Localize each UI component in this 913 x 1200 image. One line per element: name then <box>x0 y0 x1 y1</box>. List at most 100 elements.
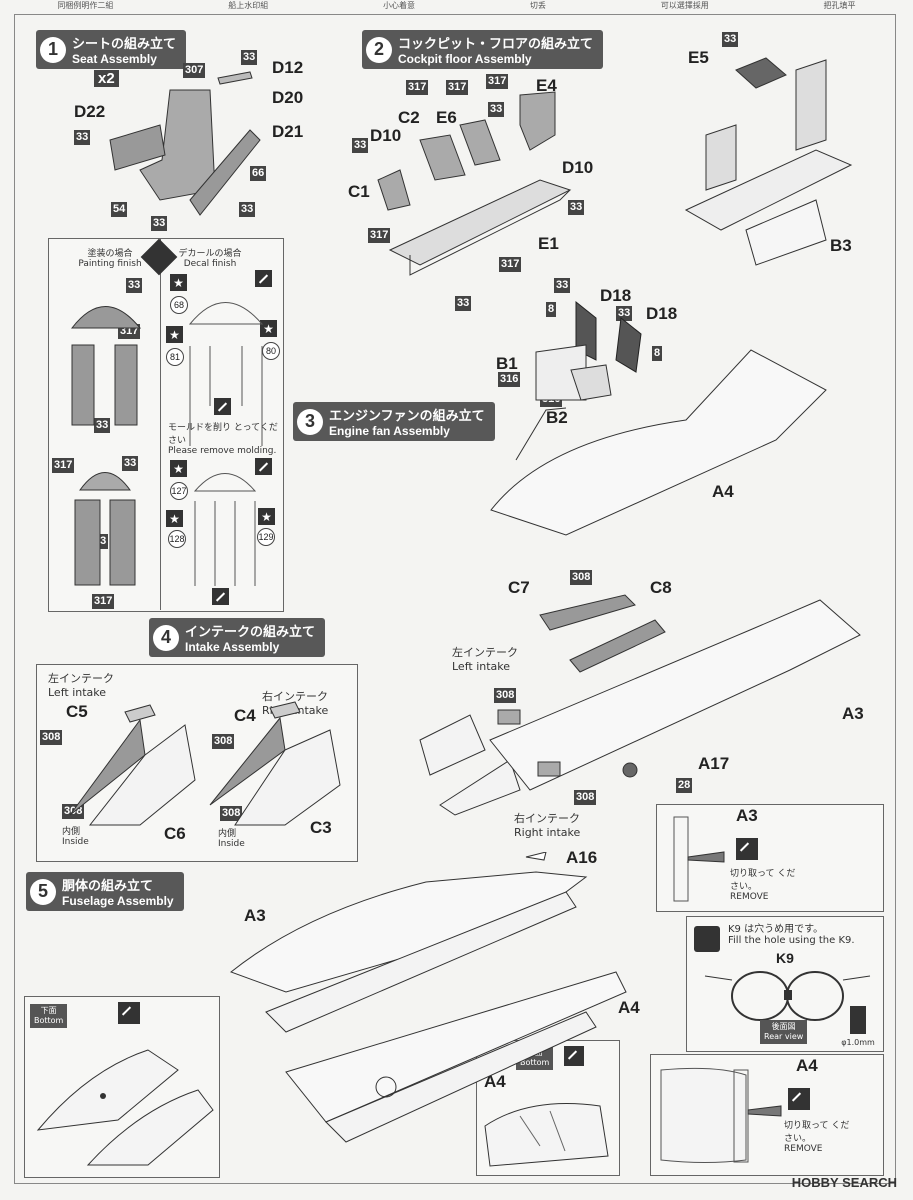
part-label: C2 <box>398 108 420 127</box>
step-title-en: Intake Assembly <box>185 640 280 654</box>
decal-icon <box>255 270 272 287</box>
paint-tag: 317 <box>406 80 429 95</box>
header-cell: 可以選擇採用 <box>660 1 709 10</box>
part-label: B2 <box>546 408 568 427</box>
decal-number: 81 <box>166 348 184 366</box>
step-title-jp: コックピット・フロアの組み立て <box>398 37 594 52</box>
label-jp: 後面図 <box>771 1022 796 1031</box>
part-label: E1 <box>538 234 559 253</box>
star-icon: ★ <box>260 320 277 337</box>
drill-size: φ1.0mm <box>841 1038 875 1047</box>
paint-tag: 307 <box>183 63 206 78</box>
paint-tag: 308 <box>220 806 243 821</box>
cockpit-floor-drawing <box>377 91 572 276</box>
paint-tag: 8 <box>652 346 663 361</box>
watermark: HOBBY SEARCH <box>791 1175 897 1190</box>
part-label: D10 <box>370 126 402 145</box>
decal-icon <box>214 398 231 415</box>
bottom-view-drawing <box>484 1103 609 1167</box>
paint-tag: 33 <box>455 296 472 311</box>
star-icon: ★ <box>166 326 183 343</box>
part-label: A3 <box>842 704 864 723</box>
part-label: E5 <box>688 48 709 67</box>
step-title-en: Seat Assembly <box>72 52 157 66</box>
label-en: REMOVE <box>784 1144 823 1154</box>
paint-tag: 33 <box>126 278 143 293</box>
part-label: D18 <box>646 304 678 323</box>
step-title-en: Fuselage Assembly <box>62 894 174 908</box>
rear-view-drawing <box>704 971 871 1021</box>
paint-tag: 33 <box>722 32 739 47</box>
part-label: C5 <box>66 702 88 721</box>
part-label: A3 <box>736 806 758 825</box>
part-label: A16 <box>566 848 598 867</box>
part-label: A4 <box>796 1056 818 1075</box>
decal-icon <box>255 458 272 475</box>
label-jp: 切り取って ください。 <box>784 1121 850 1144</box>
star-icon: ★ <box>170 460 187 477</box>
paint-tag: 308 <box>212 734 235 749</box>
label-jp: モールドを削り とってください <box>168 423 278 446</box>
label-en: Bottom <box>520 1058 550 1067</box>
fill-hole-icon <box>694 926 720 952</box>
instrument-panel-paint-drawing <box>70 306 142 586</box>
bottom-view-drawing <box>36 1049 214 1166</box>
label-jp: 左インテーク <box>452 646 518 659</box>
paint-tag: 33 <box>352 138 369 153</box>
part-label: C1 <box>348 182 370 201</box>
decal-icon <box>564 1046 584 1066</box>
paint-tag: 33 <box>122 456 139 471</box>
label-jp: 切り取って ください。 <box>730 869 796 892</box>
paint-tag: 54 <box>111 202 128 217</box>
paint-tag: 308 <box>570 570 593 585</box>
paint-tag: 33 <box>239 202 256 217</box>
instrument-panel-decal-drawing <box>188 302 264 586</box>
label-jp: K9 は穴うめ用です。 <box>728 924 824 935</box>
paint-tag: 317 <box>368 228 391 243</box>
part-label: D12 <box>272 58 304 77</box>
decal-number: 127 <box>170 482 188 500</box>
intake-parts-drawing <box>69 701 341 826</box>
a4-detail-drawing <box>660 1067 782 1163</box>
part-label: C3 <box>310 818 332 837</box>
decal-number: 128 <box>168 530 186 548</box>
label-jp: 内側 <box>218 829 237 839</box>
header-cell: 船上水印組 <box>228 1 269 10</box>
engine-fan-fuselage-drawing <box>490 300 827 536</box>
label-en: REMOVE <box>730 892 769 902</box>
drill-icon <box>850 1006 866 1034</box>
label-en: Decal finish <box>183 259 237 269</box>
seat-drawing <box>109 71 261 216</box>
part-label: A4 <box>712 482 734 501</box>
header-cell: 小心着意 <box>383 1 416 10</box>
label-jp: 下面 <box>40 1006 57 1015</box>
paint-tag: 33 <box>488 102 505 117</box>
label-en: Fill the hole using the K9. <box>728 935 855 946</box>
fuselage-assembly-drawing <box>229 852 627 1143</box>
label-en: Left intake <box>452 660 511 673</box>
label-en: Painting finish <box>78 259 142 269</box>
part-label: B1 <box>496 354 518 373</box>
part-label: A17 <box>698 754 730 773</box>
label-jp: 内側 <box>62 827 81 837</box>
cut-icon <box>736 838 758 860</box>
paint-tag: 33 <box>241 50 258 65</box>
step-title-en: Cockpit floor Assembly <box>398 52 532 66</box>
label-en: Rear view <box>764 1032 804 1041</box>
paint-tag: 33 <box>151 216 168 231</box>
label-jp: 右インテーク <box>262 690 328 703</box>
step-title-jp: インテークの組み立て <box>185 625 316 640</box>
part-label: C8 <box>650 578 672 597</box>
part-label: D10 <box>562 158 594 177</box>
label-jp: 塗装の場合 <box>87 249 133 259</box>
decal-icon <box>118 1002 140 1024</box>
step-title-en: Engine fan Assembly <box>329 424 450 438</box>
